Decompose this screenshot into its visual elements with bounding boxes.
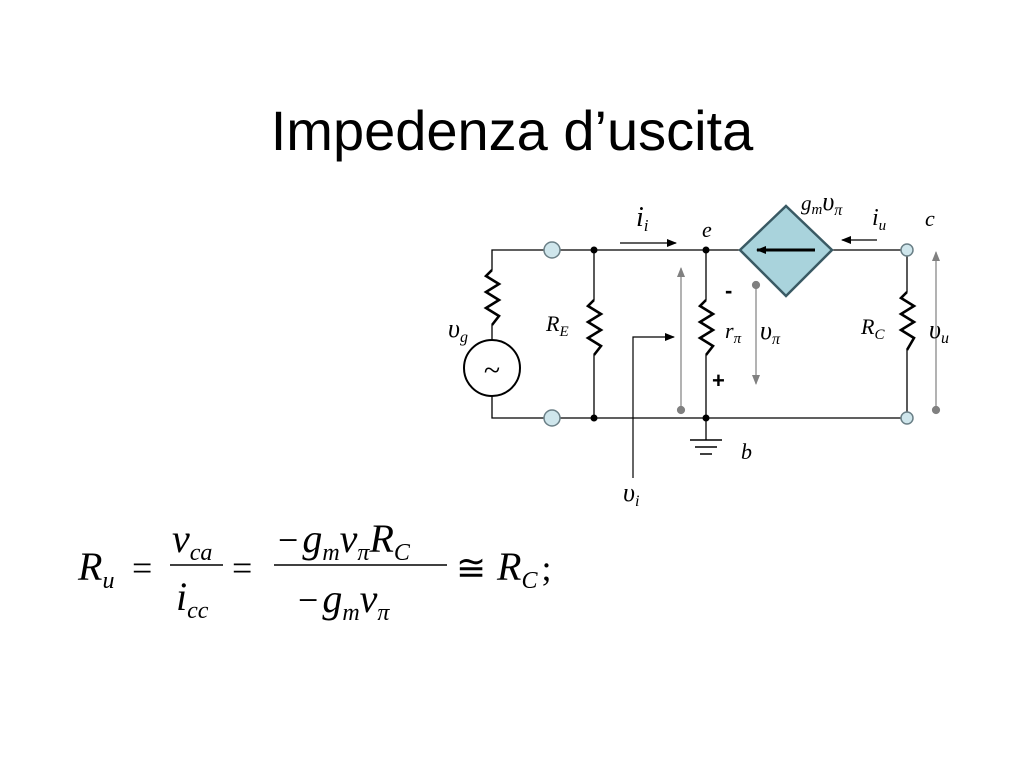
wires bbox=[491, 249, 908, 440]
junction-dot bbox=[702, 414, 710, 422]
source-resistor-zigzag bbox=[483, 269, 502, 326]
slide-title: Impedenza d’uscita bbox=[270, 99, 754, 162]
junction-dot bbox=[590, 414, 598, 422]
fraction1-denominator: icc bbox=[176, 574, 209, 624]
ground-symbol bbox=[690, 439, 722, 455]
formula-equals-2: = bbox=[232, 548, 252, 588]
junction-dot bbox=[590, 246, 598, 254]
ac-source-circle bbox=[463, 339, 521, 397]
rc-label: RC bbox=[860, 314, 885, 343]
node-e-label: e bbox=[702, 217, 712, 242]
input-current-label: ii bbox=[636, 202, 649, 235]
rpi-resistor-zigzag bbox=[697, 299, 716, 356]
vi-label: υi bbox=[623, 478, 639, 510]
left-loop-wire bbox=[491, 249, 552, 419]
node-b-label: b bbox=[741, 439, 752, 464]
output-current-label: iu bbox=[872, 205, 886, 234]
output-impedance-formula: Ru = vca icc = −gmvπRC −gmvπ ≅ RC; bbox=[77, 516, 551, 626]
ac-source-symbol: ~ bbox=[484, 354, 500, 387]
vpi-label: υπ bbox=[760, 316, 781, 348]
vu-label: υu bbox=[929, 315, 949, 347]
re-label: RE bbox=[545, 311, 569, 340]
input-terminal-bottom bbox=[543, 409, 561, 427]
vpi-plus-sign: + bbox=[712, 368, 725, 393]
formula-rhs: RC; bbox=[496, 544, 551, 594]
output-terminal-top bbox=[900, 243, 914, 257]
node-c-label: c bbox=[925, 206, 935, 231]
vpi-minus-sign: - bbox=[725, 278, 732, 303]
vu-voltage-tail-dot bbox=[931, 405, 941, 415]
vpi-voltage-tail-dot bbox=[751, 280, 761, 290]
formula-equals-1: = bbox=[132, 548, 152, 588]
formula-lhs: Ru bbox=[77, 544, 114, 594]
controlled-source-label: gmυπ bbox=[801, 187, 843, 219]
fraction1-numerator: vca bbox=[172, 516, 212, 566]
fraction2-numerator: −gmvπRC bbox=[278, 516, 411, 566]
output-terminal-bottom bbox=[900, 411, 914, 425]
rpi-label: rπ bbox=[725, 318, 742, 347]
vi-voltage-tail-dot bbox=[676, 405, 686, 415]
vi-pointer-arrow bbox=[632, 333, 675, 478]
junction-dot bbox=[702, 246, 710, 254]
fraction2-denominator: −gmvπ bbox=[298, 576, 390, 626]
source-voltage-label: υg bbox=[448, 314, 468, 346]
rc-resistor-zigzag bbox=[898, 291, 917, 351]
re-resistor-zigzag bbox=[585, 299, 604, 356]
input-terminal-top bbox=[543, 241, 561, 259]
formula-approx: ≅ bbox=[456, 548, 486, 588]
